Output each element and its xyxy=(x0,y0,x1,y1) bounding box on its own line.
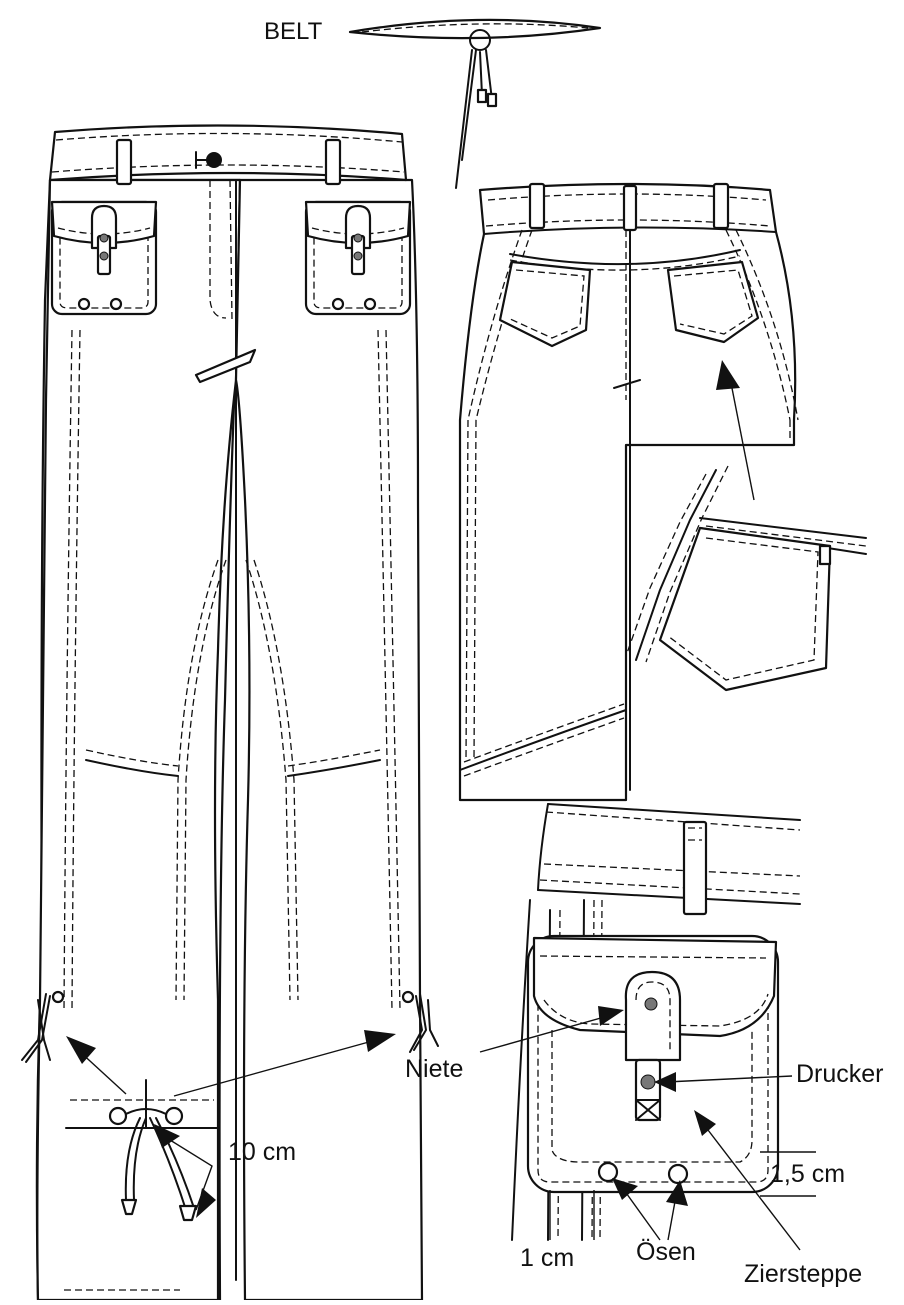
drucker-label: Drucker xyxy=(796,1060,884,1088)
belt-drawing xyxy=(348,18,602,189)
tie-eyelet-right-icon xyxy=(164,1106,184,1126)
belt-label: BELT xyxy=(264,18,323,45)
belt-loop-back-left xyxy=(528,182,546,230)
ziersteppe-label: Ziersteppe xyxy=(744,1260,863,1288)
niete-label: Niete xyxy=(405,1055,464,1083)
eyelet-icon xyxy=(363,297,377,311)
hem-eyelet-right-icon xyxy=(401,990,415,1004)
tie-eyelet-left-icon xyxy=(108,1106,128,1126)
belt-loop-front-left xyxy=(115,138,133,186)
back-view-trousers xyxy=(458,182,799,802)
detail-eyelet-left-icon xyxy=(597,1161,619,1183)
pocket-detail-belt-loop xyxy=(682,820,708,916)
back-pocket-right xyxy=(666,260,760,344)
belt-tip-icon xyxy=(486,92,498,108)
eyelet-icon xyxy=(331,297,345,311)
rivet-icon xyxy=(644,997,658,1011)
hem-eyelet-left-icon xyxy=(51,990,65,1004)
press-stud-icon xyxy=(640,1074,656,1090)
dimension-1-cm-label: 1 cm xyxy=(520,1244,575,1272)
belt-loop-back-center xyxy=(622,184,638,232)
front-pocket-detail xyxy=(511,803,816,1241)
belt-tip-icon xyxy=(476,88,488,104)
belt-loop-back-right xyxy=(712,182,730,230)
oesen-label: Ösen xyxy=(636,1238,696,1266)
front-view-trousers xyxy=(21,124,439,1302)
dimension-1-5-cm-label: 1,5 cm xyxy=(770,1160,846,1188)
eyelet-icon xyxy=(77,297,91,311)
tie-length-label: 10 cm xyxy=(228,1138,297,1166)
eyelet-icon xyxy=(109,297,123,311)
detail-eyelet-right-icon xyxy=(667,1163,689,1185)
hem-tie-detail xyxy=(65,1079,219,1222)
belt-loop-front-right xyxy=(324,138,342,186)
back-pocket-detail xyxy=(625,465,867,692)
waist-button-icon xyxy=(206,152,222,168)
